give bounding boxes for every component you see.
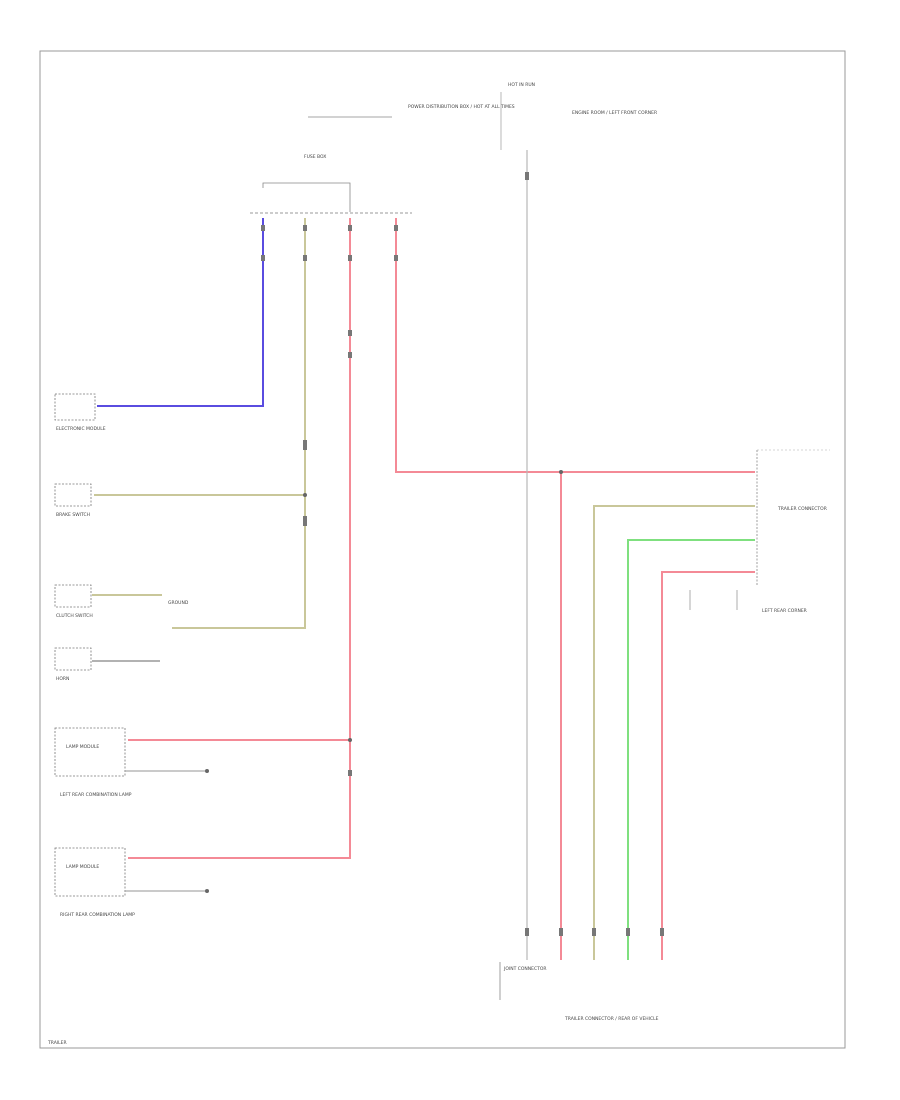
- clutch-switch-label: CLUTCH SWITCH: [56, 613, 93, 619]
- clutch-switch-box: [54, 584, 92, 608]
- right-connector-note: LEFT REAR CORNER: [762, 608, 807, 614]
- bottom-left-tag: JOINT CONNECTOR: [503, 966, 547, 972]
- trailer-pin-grounds: [689, 590, 738, 610]
- horn-box: [54, 647, 92, 671]
- hot-label: HOT IN RUN: [508, 82, 535, 88]
- bottom-note: TRAILER CONNECTOR / REAR OF VEHICLE: [564, 1016, 659, 1022]
- electronic-module-label: ELECTRONIC MODULE: [56, 426, 106, 432]
- left-lamp-box: [54, 727, 126, 777]
- top-note: POWER DISTRIBUTION BOX / HOT AT ALL TIME…: [408, 104, 515, 110]
- splice-dot: [559, 470, 563, 474]
- right-lamp-box: [54, 847, 126, 897]
- right-note: ENGINE ROOM / LEFT FRONT CORNER: [572, 110, 657, 116]
- right-lamp-label: RIGHT REAR COMBINATION LAMP: [60, 912, 135, 918]
- fuse-box-label: FUSE BOX: [304, 154, 326, 160]
- ground-label: GROUND: [168, 600, 189, 606]
- electronic-module-box: [54, 393, 96, 421]
- ground-dot: [205, 889, 209, 893]
- left-lamp-module: LAMP MODULE: [66, 744, 99, 750]
- tan-wire-left: [94, 218, 306, 496]
- blue-wire: [97, 218, 264, 407]
- connector-marks: [261, 172, 664, 936]
- right-lamp-module: LAMP MODULE: [66, 864, 99, 870]
- ground-dot: [205, 769, 209, 773]
- brake-switch-box: [54, 483, 92, 507]
- red-wire-lamps: [128, 218, 351, 859]
- tan-wire-clutch: [172, 495, 306, 629]
- fuse-bracket: [262, 182, 351, 212]
- red-wire-trailer-2: [661, 571, 755, 960]
- splice-dot: [303, 493, 307, 497]
- splice-dot: [348, 738, 352, 742]
- horn-label: HORN: [56, 676, 69, 682]
- green-wire-trailer: [627, 539, 755, 960]
- brake-switch-label: BRAKE SWITCH: [56, 512, 90, 518]
- left-lamp-label: LEFT REAR COMBINATION LAMP: [60, 792, 132, 798]
- trailer-connector-label: TRAILER CONNECTOR: [777, 506, 827, 512]
- tan-wire-trailer: [593, 505, 755, 960]
- diagram-frame: [39, 50, 846, 1049]
- corner-tag: TRAILER: [47, 1040, 67, 1046]
- red-wire-main: [395, 218, 755, 473]
